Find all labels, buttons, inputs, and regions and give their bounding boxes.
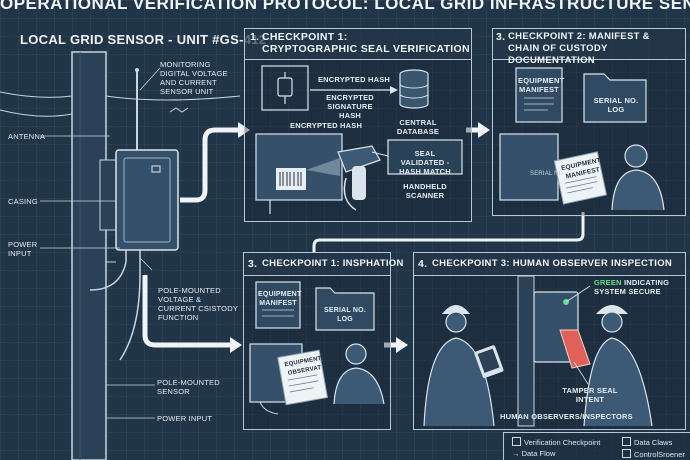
panel-1-title-line2: CRYPTOGRAPHIC SEAL VERIFICATION xyxy=(262,43,470,55)
legend-item-data-claws: Data Claws xyxy=(622,437,672,447)
monitoring-label: MONITORING DIGITAL VOLTAGE AND CURRENT S… xyxy=(160,60,228,96)
pole-function-label: POLE-MOUNTED VOLTAGE & CURRENT CSISTODY … xyxy=(158,286,238,322)
panel-1-header xyxy=(245,29,471,60)
arrow-icon: → xyxy=(512,449,522,458)
checkpoint-square-icon xyxy=(512,437,521,446)
panel-3-serial-log-label: SERIAL NO. LOG xyxy=(324,307,366,323)
panel-3-equipment-manifest-label: EQUIPMENT MANIFEST xyxy=(258,291,302,307)
encrypted-signature-hash-label: ENCRYPTED SIGNATURE HASH xyxy=(326,93,374,120)
panel-4-header xyxy=(414,253,685,276)
power-input-left-label: POWER INPUT xyxy=(8,240,38,258)
legend-item-verification: Verification Checkpoint xyxy=(512,437,600,447)
green-word: GREEN xyxy=(594,278,622,287)
central-database-label: CENTRAL DATABASE xyxy=(396,118,440,136)
panel-1-title-line1: CHECKPOINT 1: xyxy=(262,31,348,43)
handheld-scanner-label: HANDHELD SCANNER xyxy=(403,182,447,200)
panel-2-title-line1: CHECKPOINT 2: MANIFEST & xyxy=(508,31,650,42)
observers-label: HUMAN OBSERVERS/INSPECTORS xyxy=(500,412,633,421)
panel-3-header xyxy=(244,253,390,276)
control-square-icon xyxy=(622,449,631,458)
casing-label: CASING xyxy=(8,197,38,206)
panel-2-equipment-manifest-label: EQUIPMENT MANIFEST xyxy=(518,76,565,94)
legend: Verification Checkpoint Data Claws → Dat… xyxy=(503,432,690,460)
encrypted-hash-top-label: ENCRYPTED HASH xyxy=(317,75,391,84)
panel-2-header xyxy=(493,29,685,60)
unit-title: LOCAL GRID SENSOR - UNIT #GS-412 xyxy=(20,32,267,47)
panel-2-serial-tag: SERIAL NO. xyxy=(530,171,566,177)
antenna-label: ANTENNA xyxy=(8,132,46,141)
panel-1-number: 1. xyxy=(250,31,260,43)
panel-4-title: CHECKPOINT 3: HUMAN OBSERVER INSPECTION xyxy=(432,258,673,269)
legend-item-control: ControlSroener xyxy=(622,449,685,459)
panel-2-serial-log-label: SERIAL NO. LOG xyxy=(593,96,639,114)
seal-validated-label: SEAL VALIDATED - HASH MATCH xyxy=(399,149,451,176)
tamper-seal-label: TAMPER SEAL INTENT xyxy=(562,386,618,404)
diagram-title: OPERATIONAL VERIFICATION PROTOCOL: LOCAL… xyxy=(0,0,690,13)
encrypted-hash-bottom-label: ENCRYPTED HASH xyxy=(290,121,363,130)
panel-3-title: CHECKPOINT 1: INSPHATION xyxy=(262,258,404,269)
legend-item-data-flow: → Data Flow xyxy=(512,449,556,458)
panel-4-number: 4. xyxy=(418,258,428,270)
panel-3-number: 3. xyxy=(248,258,258,270)
power-input-bottom-label: POWER INPUT xyxy=(157,414,213,423)
pole-sensor-label: POLE-MOUNTED SENSOR xyxy=(157,378,220,396)
data-claws-square-icon xyxy=(622,437,631,446)
green-indicator-label: GREEN INDICATING SYSTEM SECURE xyxy=(594,278,680,296)
panel-2-number: 3. xyxy=(496,31,506,43)
green-rest: INDICATING SYSTEM SECURE xyxy=(594,278,670,296)
panel-2-title-line2: CHAIN OF CUSTODY DOCUMENTATION xyxy=(508,43,608,66)
